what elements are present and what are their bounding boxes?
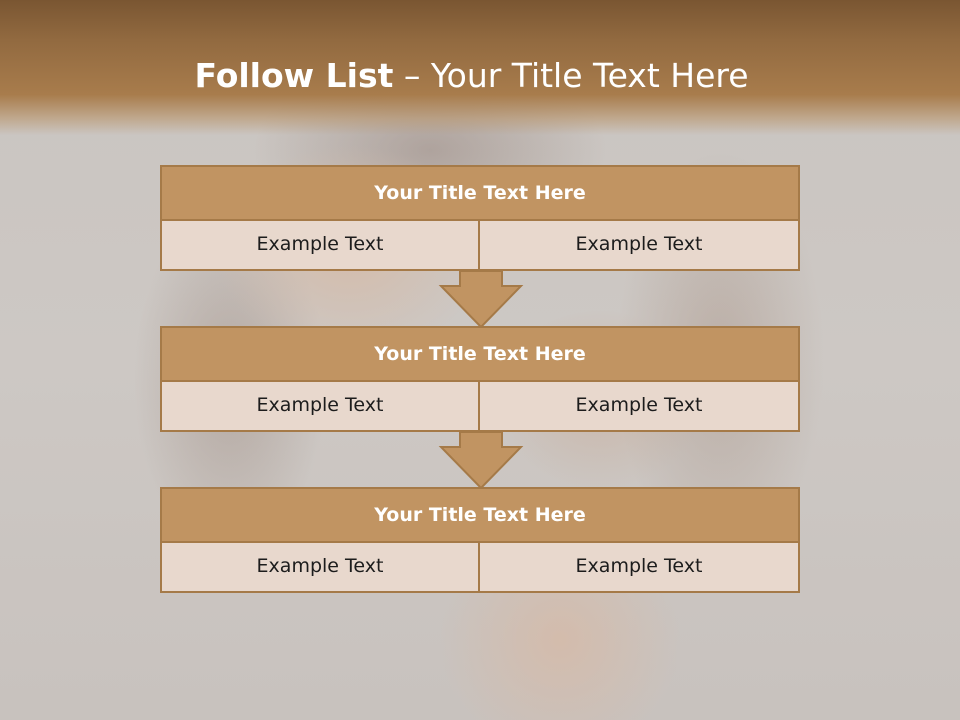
slide-title-bold: Follow List (194, 56, 394, 95)
slide-title: Follow List – Your Title Text Here (0, 54, 943, 98)
header-band (0, 0, 960, 135)
list-block-3: Your Title Text Here Example Text Exampl… (160, 487, 800, 593)
list-block-2: Your Title Text Here Example Text Exampl… (160, 326, 800, 432)
down-arrow-icon (438, 270, 524, 328)
block-cell-right: Example Text (480, 382, 800, 432)
block-cell-right: Example Text (480, 543, 800, 593)
block-title: Your Title Text Here (160, 487, 800, 543)
slide-title-rest: – Your Title Text Here (393, 56, 749, 95)
block-title: Your Title Text Here (160, 165, 800, 221)
block-cell-right: Example Text (480, 221, 800, 271)
down-arrow-icon (438, 431, 524, 489)
block-row: Example Text Example Text (160, 543, 800, 593)
block-cell-left: Example Text (160, 543, 480, 593)
list-block-1: Your Title Text Here Example Text Exampl… (160, 165, 800, 271)
block-cell-left: Example Text (160, 221, 480, 271)
block-cell-left: Example Text (160, 382, 480, 432)
block-title: Your Title Text Here (160, 326, 800, 382)
block-row: Example Text Example Text (160, 221, 800, 271)
block-row: Example Text Example Text (160, 382, 800, 432)
